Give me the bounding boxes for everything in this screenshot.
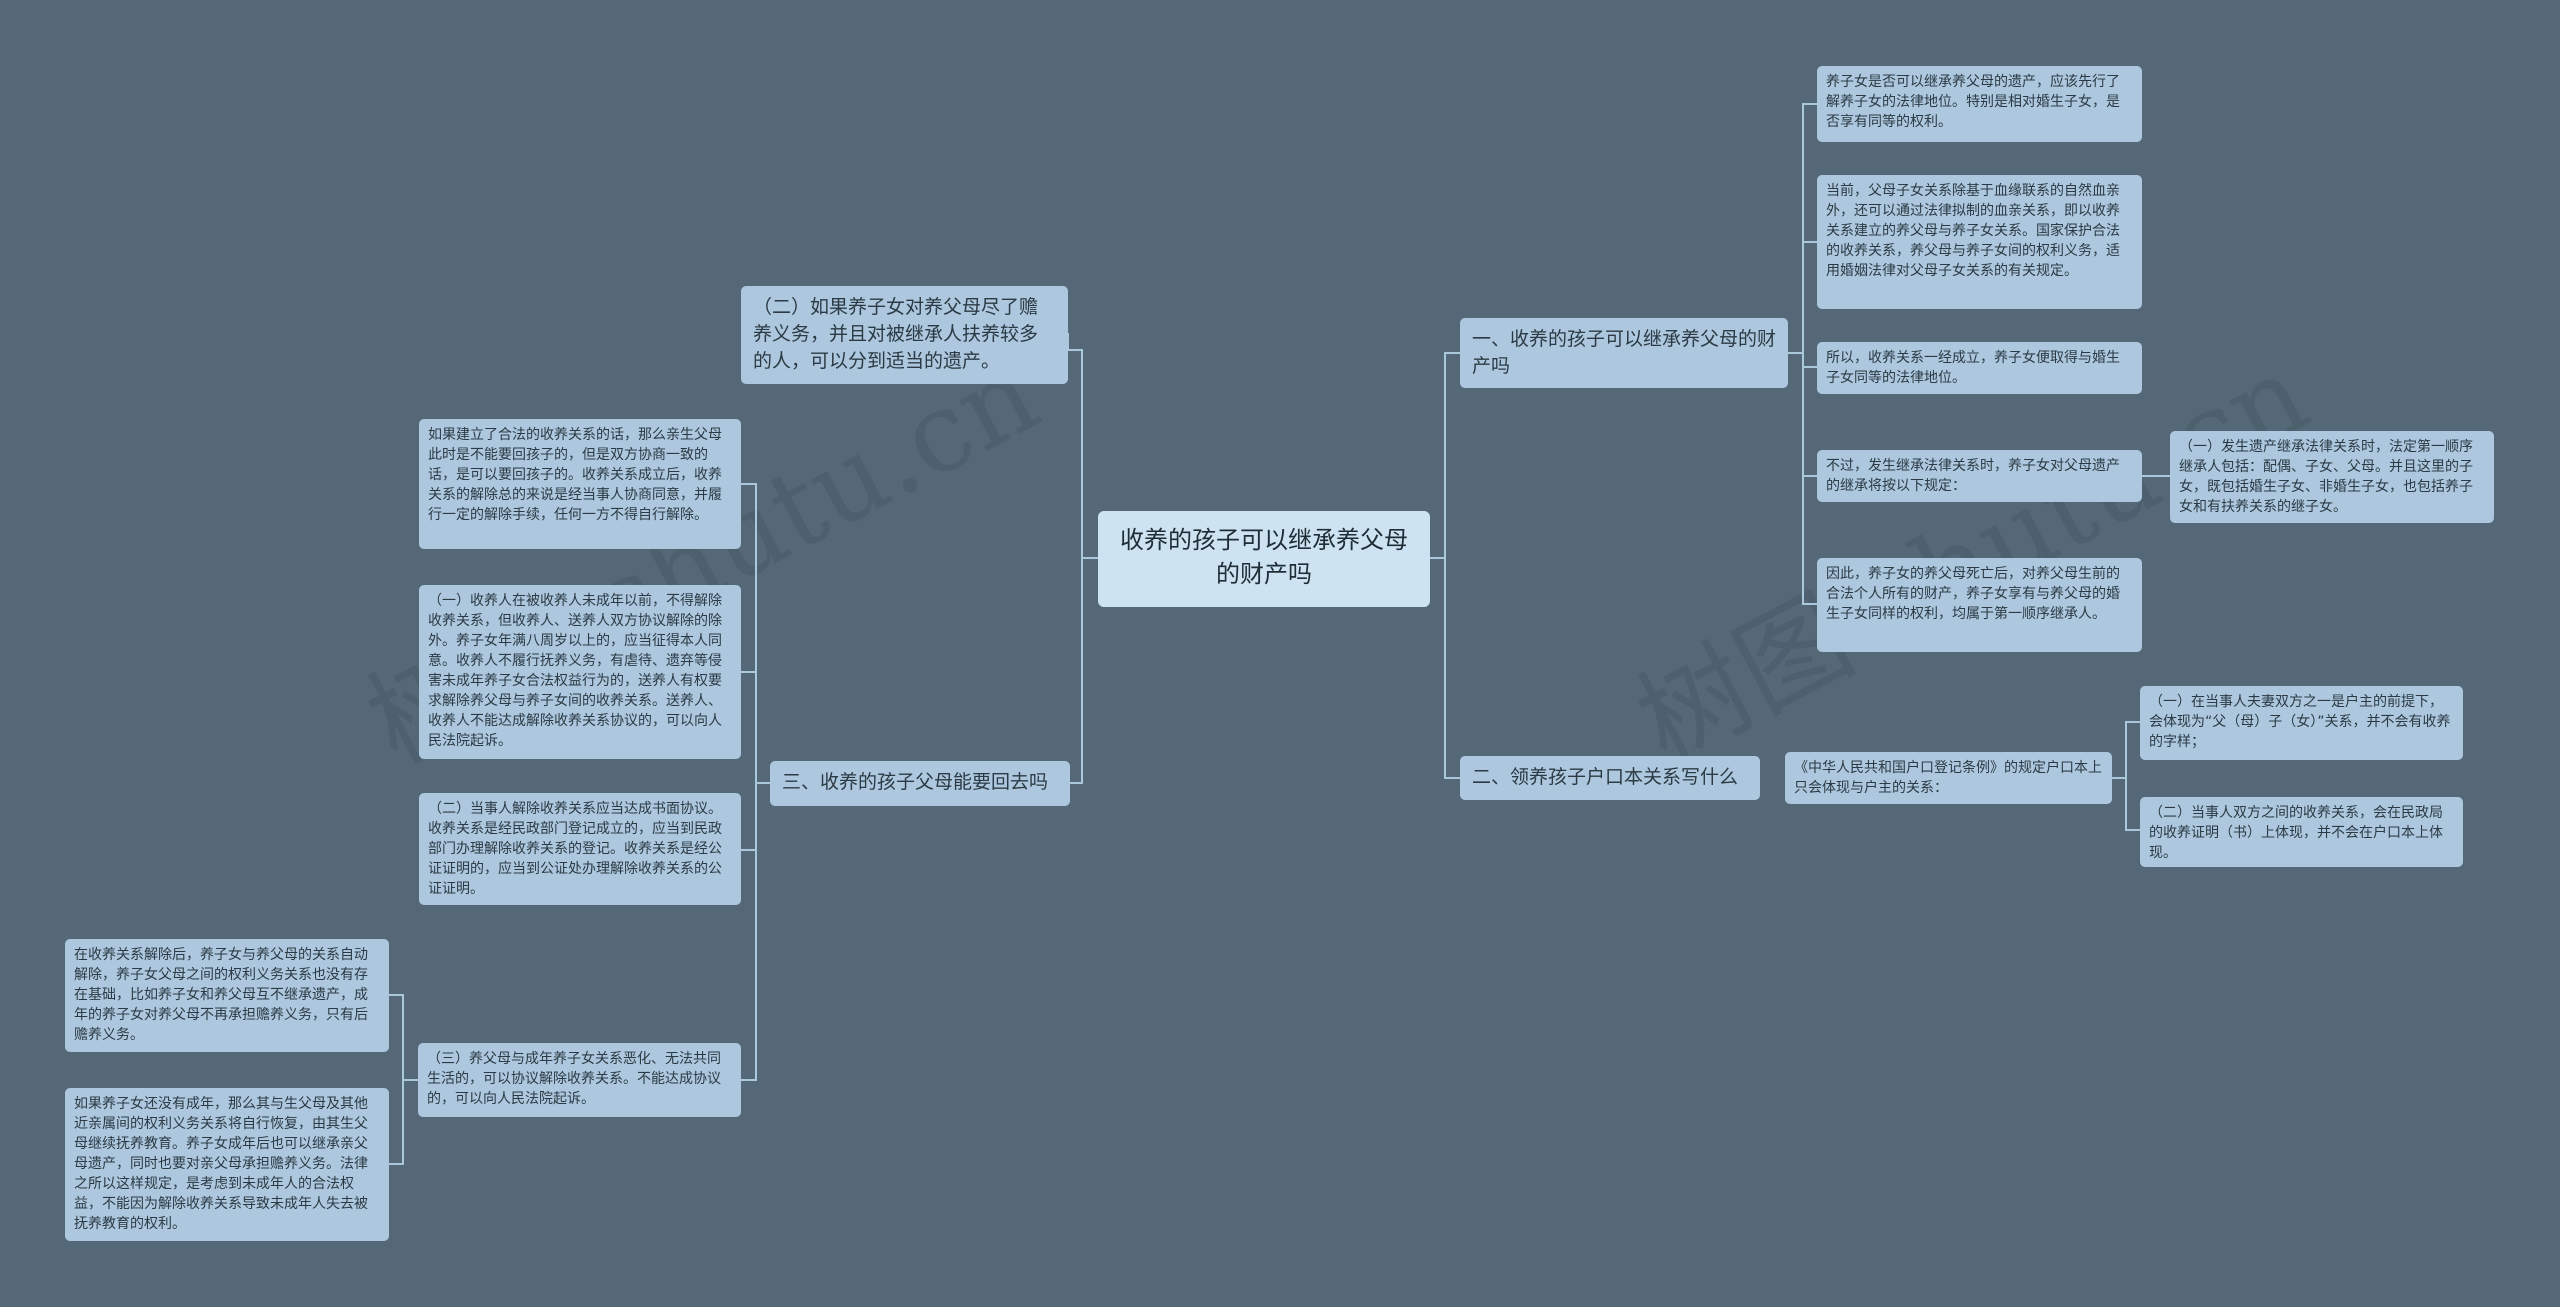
left-branch-2[interactable]: （二）如果养子女对养父母尽了赡养义务，并且对被继承人扶养较多的人，可以分到适当的… [741, 286, 1068, 384]
left-b3-child-4[interactable]: （三）养父母与成年养子女关系恶化、无法共同生活的，可以协议解除收养关系。不能达成… [418, 1043, 741, 1117]
left-b3-child-2[interactable]: （一）收养人在被收养人未成年以前，不得解除收养关系，但收养人、送养人双方协议解除… [419, 585, 741, 759]
right-b2-grandchild-2[interactable]: （二）当事人双方之间的收养关系，会在民政局的收养证明（书）上体现，并不会在户口本… [2140, 797, 2463, 867]
left-c4-child-1[interactable]: 在收养关系解除后，养子女与养父母的关系自动解除，养子女父母之间的权利义务关系也没… [65, 939, 389, 1052]
left-branch-3[interactable]: 三、收养的孩子父母能要回去吗 [770, 761, 1070, 806]
right-b1-child-3[interactable]: 所以，收养关系一经成立，养子女便取得与婚生子女同等的法律地位。 [1817, 342, 2142, 394]
right-branch-1[interactable]: 一、收养的孩子可以继承养父母的财产吗 [1460, 318, 1788, 388]
link-rb2child-g2 [2112, 777, 2140, 831]
link-c4-d1 [389, 994, 418, 1081]
right-r4-child[interactable]: （一）发生遗产继承法律关系时，法定第一顺序继承人包括：配偶、子女、父母。并且这里… [2170, 431, 2494, 523]
left-b3-child-3[interactable]: （二）当事人解除收养关系应当达成书面协议。收养关系是经民政部门登记成立的，应当到… [419, 793, 741, 905]
link-rb2child-g1 [2112, 721, 2140, 779]
link-c4-d2 [389, 1079, 418, 1165]
right-b1-child-2[interactable]: 当前，父母子女关系除基于血缘联系的自然血亲外，还可以通过法律拟制的血亲关系，即以… [1817, 175, 2142, 309]
link-b3-c2 [741, 671, 770, 784]
link-root-b3 [1068, 557, 1098, 784]
right-branch-2[interactable]: 二、领养孩子户口本关系写什么 [1460, 756, 1760, 800]
left-b3-child-1[interactable]: 如果建立了合法的收养关系的话，那么亲生父母此时是不能要回孩子的，但是双方协商一致… [419, 419, 741, 549]
link-root-rb1 [1430, 352, 1460, 559]
link-root-rb2 [1430, 557, 1460, 779]
right-b2-grandchild-1[interactable]: （一）在当事人夫妻双方之一是户主的前提下，会体现为“父（母）子（女）”关系，并不… [2140, 686, 2463, 760]
link-rb1-r2 [1788, 241, 1817, 354]
left-c4-child-2[interactable]: 如果养子女还没有成年，那么其与生父母及其他近亲属间的权利义务关系将自行恢复，由其… [65, 1088, 389, 1241]
right-b1-child-1[interactable]: 养子女是否可以继承养父母的遗产，应该先行了解养子女的法律地位。特别是相对婚生子女… [1817, 66, 2142, 142]
right-b1-child-5[interactable]: 因此，养子女的养父母死亡后，对养父母生前的合法个人所有的财产，养子女享有与养父母… [1817, 558, 2142, 652]
link-b3-c4 [741, 782, 770, 1081]
link-rb1-r5 [1788, 352, 1817, 605]
root-topic[interactable]: 收养的孩子可以继承养父母的财产吗 [1098, 511, 1430, 607]
link-root-b2 [1067, 333, 1098, 559]
right-b2-child[interactable]: 《中华人民共和国户口登记条例》的规定户口本上只会体现与户主的关系： [1785, 752, 2112, 804]
right-b1-child-4[interactable]: 不过，发生继承法律关系时，养子女对父母遗产的继承将按以下规定： [1817, 450, 2142, 502]
